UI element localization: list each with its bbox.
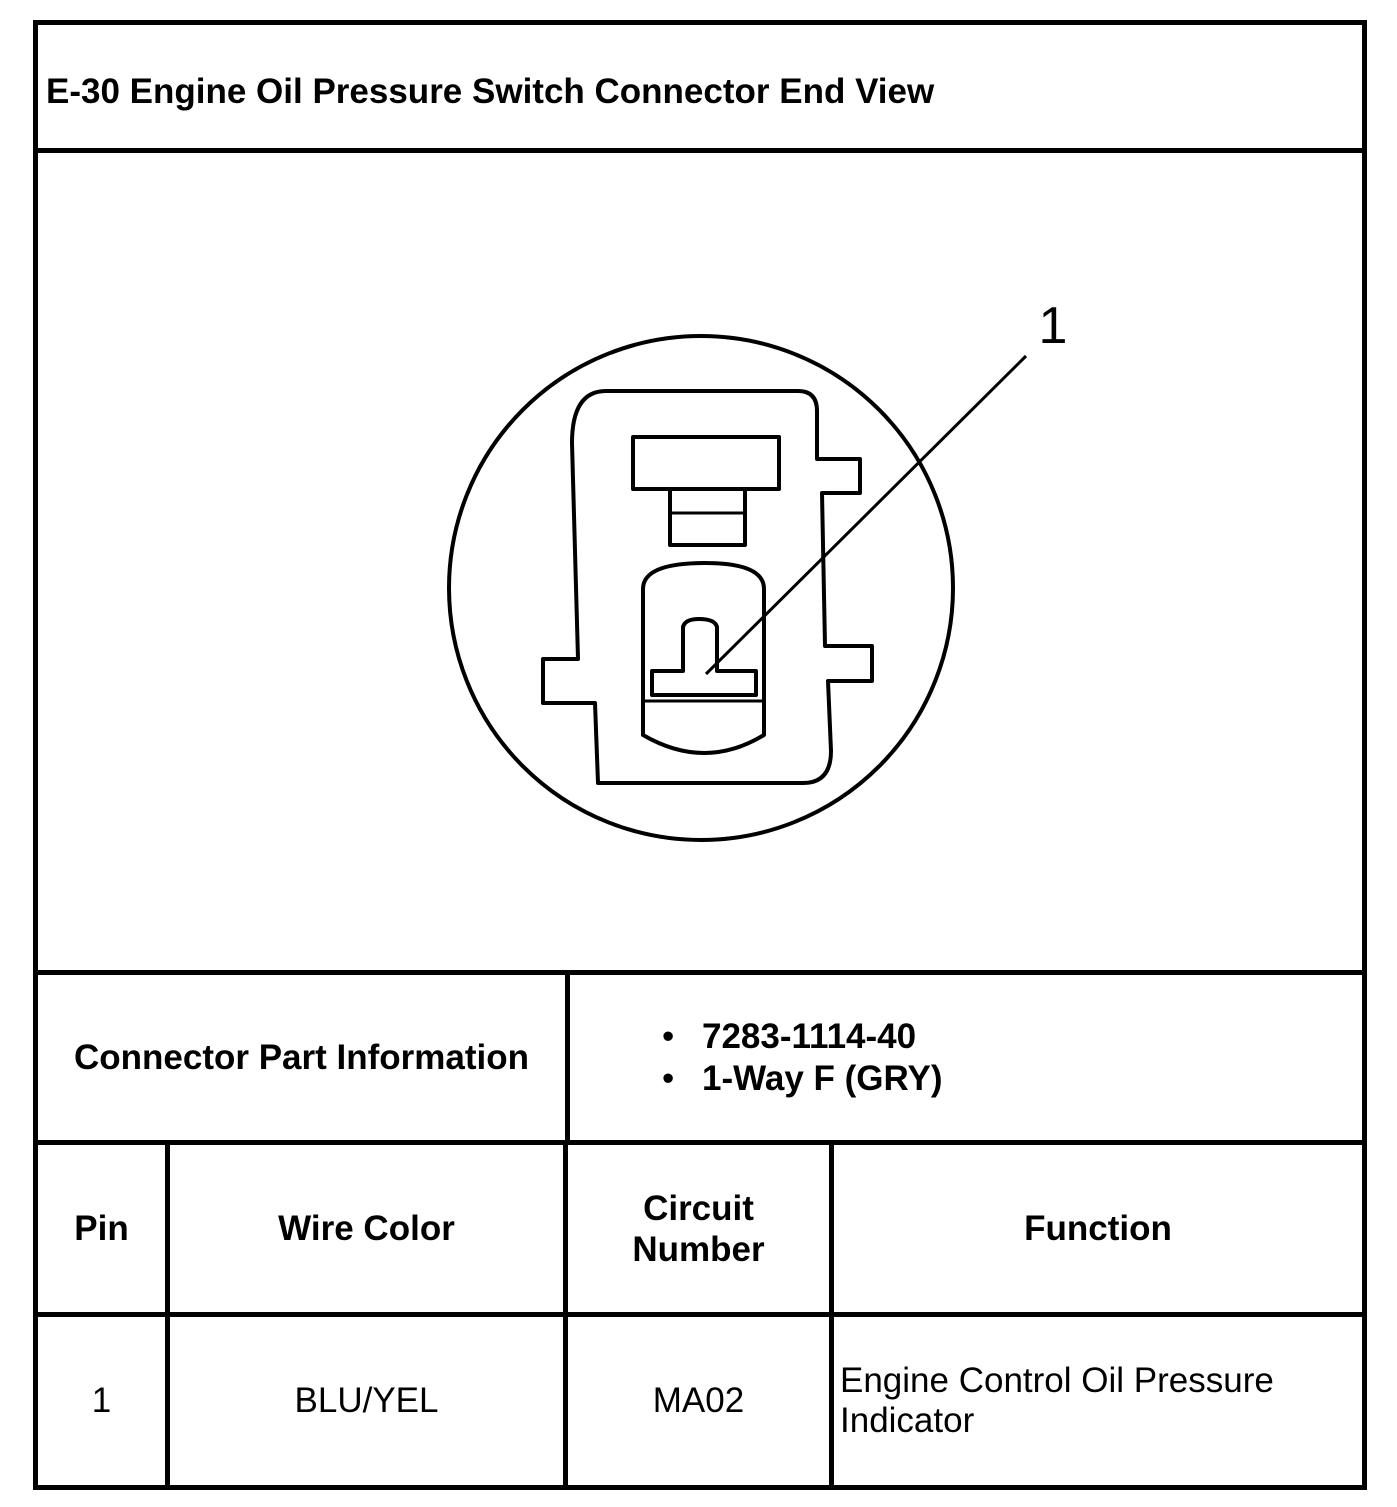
cell-function: Engine Control Oil Pressure Indicator bbox=[840, 1361, 1274, 1440]
locking-key-block bbox=[631, 435, 781, 491]
list-item: •1-Way F (GRY) bbox=[662, 1058, 943, 1098]
connector-part-info-values: •7283-1114-40 •1-Way F (GRY) bbox=[570, 975, 1362, 1140]
connector-sheet: E-30 Engine Oil Pressure Switch Connecto… bbox=[33, 20, 1367, 1490]
terminal-pin-1 bbox=[650, 617, 758, 697]
title-row: E-30 Engine Oil Pressure Switch Connecto… bbox=[38, 25, 1362, 153]
table-row: 1 BLU/YEL MA02 Engine Control Oil Pressu… bbox=[38, 1317, 1362, 1485]
connector-diagram-panel: 1 bbox=[38, 153, 1362, 975]
cell-circuit-number: MA02 bbox=[568, 1317, 834, 1485]
callout-leader-line bbox=[704, 354, 1028, 676]
header-circuit-number: Circuit Number bbox=[568, 1145, 834, 1312]
connector-type: 1-Way F (GRY) bbox=[702, 1058, 943, 1098]
pin-table-header: Pin Wire Color Circuit Number Function bbox=[38, 1145, 1362, 1317]
page-title: E-30 Engine Oil Pressure Switch Connecto… bbox=[46, 72, 935, 111]
list-item: •7283-1114-40 bbox=[662, 1016, 917, 1056]
part-number: 7283-1114-40 bbox=[702, 1016, 917, 1056]
cell-wire-color: BLU/YEL bbox=[170, 1317, 568, 1485]
connector-part-info-row: Connector Part Information •7283-1114-40… bbox=[38, 975, 1362, 1145]
connector-part-info-label: Connector Part Information bbox=[38, 975, 570, 1140]
header-wire-color: Wire Color bbox=[170, 1145, 568, 1312]
header-function: Function bbox=[1024, 1209, 1172, 1248]
callout-label-pin-1: 1 bbox=[1039, 297, 1068, 355]
locking-key-stem bbox=[668, 487, 747, 547]
connector-end-view-drawing: 1 bbox=[447, 297, 1068, 842]
connector-part-list: •7283-1114-40 •1-Way F (GRY) bbox=[662, 1016, 942, 1100]
connector-outline-circle bbox=[447, 334, 955, 842]
cell-pin: 1 bbox=[38, 1317, 170, 1485]
terminal-cavity bbox=[641, 561, 766, 755]
connector-housing bbox=[541, 389, 874, 785]
header-pin: Pin bbox=[38, 1145, 170, 1312]
